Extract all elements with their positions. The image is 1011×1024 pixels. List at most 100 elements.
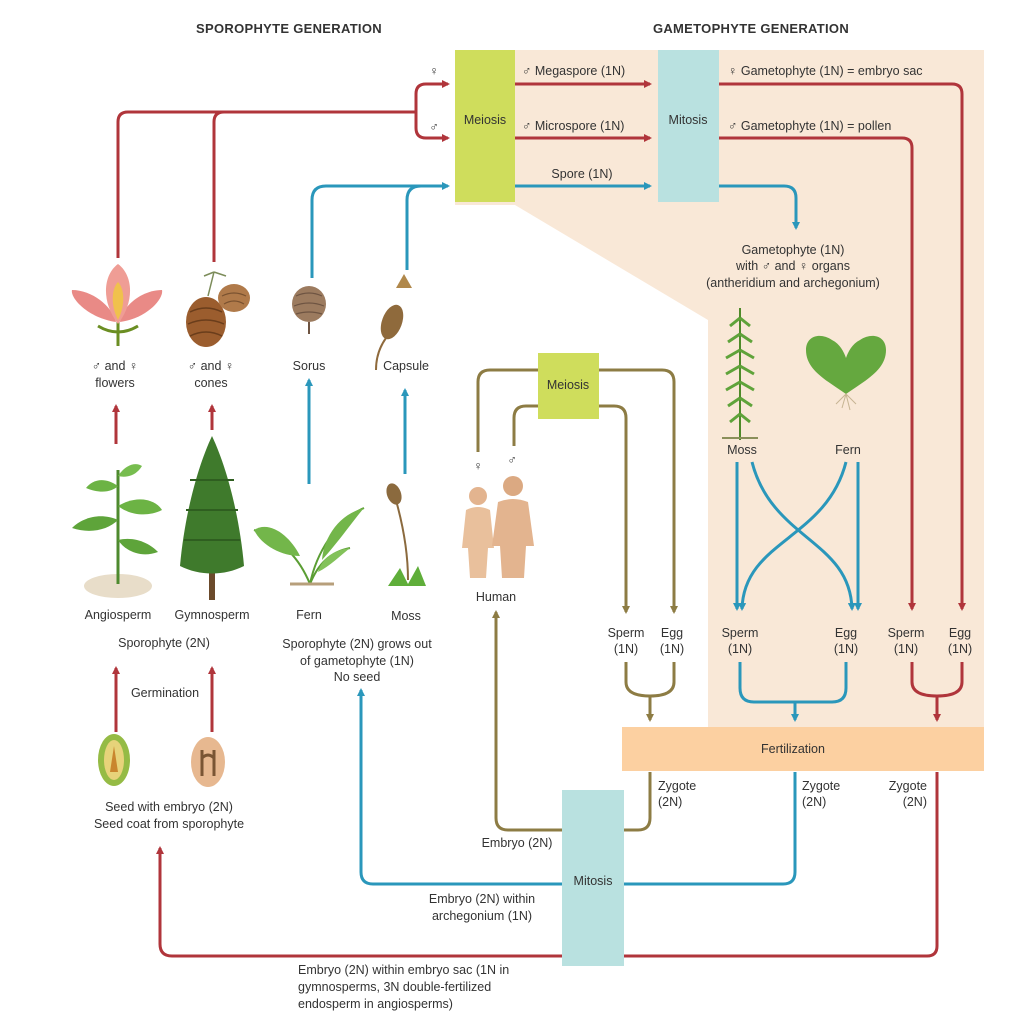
female-symbol-top: ♀ — [429, 64, 438, 78]
heading-gametophyte: GAMETOPHYTE GENERATION — [653, 21, 849, 36]
embryo-sac-note-3: endosperm in angiosperms) — [298, 997, 453, 1011]
svg-text:Sperm: Sperm — [608, 626, 645, 640]
arrow-moss-to-egg — [750, 461, 856, 611]
arrow-gymnosperm-to-meiosis — [212, 110, 225, 262]
sporophyte-2n-label: Sporophyte (2N) — [118, 636, 210, 650]
pine-cone-illustration — [186, 271, 250, 347]
fern-sporophyte-label: Fern — [296, 608, 322, 622]
human-gametes-labels: Sperm (1N) Egg (1N) — [608, 626, 685, 656]
arrow-seed-zygote-to-seed — [156, 772, 939, 958]
microspore-label: ♂ Microspore (1N) — [522, 119, 624, 133]
svg-text:(2N): (2N) — [802, 795, 826, 809]
svg-text:(1N): (1N) — [660, 642, 684, 656]
svg-text:Mitosis: Mitosis — [574, 874, 613, 888]
arrow-angiosperm-to-meiosis — [116, 110, 416, 258]
svg-text:Sperm: Sperm — [888, 626, 925, 640]
fern-plant-illustration — [253, 507, 365, 586]
svg-text:(1N): (1N) — [728, 642, 752, 656]
human-arrows — [476, 368, 678, 832]
arrow-pollen-to-sperm — [719, 136, 916, 611]
svg-text:Meiosis: Meiosis — [547, 378, 589, 392]
angiosperm-plant-illustration — [72, 464, 162, 598]
heading-sporophyte: SPOROPHYTE GENERATION — [196, 21, 382, 36]
gametophyte-desc-1: Gametophyte (1N) — [742, 243, 845, 257]
mitosis-box-top: Mitosis — [658, 50, 719, 202]
sporophyte-grows-1: Sporophyte (2N) grows out — [282, 637, 432, 651]
svg-text:Zygote: Zygote — [889, 779, 927, 793]
fertilization-box: Fertilization — [622, 727, 984, 771]
svg-text:(1N): (1N) — [834, 642, 858, 656]
spore-gametes-labels: Sperm (1N) Egg (1N) — [722, 626, 859, 656]
archegonium-embryo-1: Embryo (2N) within — [429, 892, 535, 906]
zygote-labels: Zygote (2N) Zygote (2N) Zygote (2N) — [658, 779, 927, 809]
arrow-spore-to-gametophyte — [719, 184, 800, 230]
seed-label-1: Seed with embryo (2N) — [105, 800, 233, 814]
svg-text:Egg: Egg — [949, 626, 971, 640]
seed-plant-arrows — [112, 80, 966, 958]
angiosperm-seed-illustration — [98, 734, 130, 786]
pollen-label: ♂ Gametophyte (1N) = pollen — [728, 119, 891, 133]
svg-text:(1N): (1N) — [894, 642, 918, 656]
seed-label-2: Seed coat from sporophyte — [94, 817, 244, 831]
svg-text:(1N): (1N) — [614, 642, 638, 656]
cones-label-2: cones — [194, 376, 227, 390]
svg-text:(2N): (2N) — [903, 795, 927, 809]
human-figures-illustration — [462, 476, 534, 578]
arrow-capsule-to-meiosis — [405, 184, 422, 270]
svg-text:Fertilization: Fertilization — [761, 742, 825, 756]
archegonium-embryo-2: archegonium (1N) — [432, 909, 532, 923]
gametophyte-background — [455, 50, 984, 730]
embryo-sac-note-1: Embryo (2N) within embryo sac (1N in — [298, 963, 509, 977]
svg-text:Egg: Egg — [835, 626, 857, 640]
sporophyte-grows-2: of gametophyte (1N) — [300, 654, 414, 668]
flowers-label-1: ♂ and ♀ — [92, 359, 139, 373]
gymnosperm-label: Gymnosperm — [174, 608, 249, 622]
no-seed-label: No seed — [334, 670, 381, 684]
meiosis-box-top: Meiosis — [455, 50, 515, 202]
capsule-illustration — [375, 274, 412, 371]
arrow-human-male-to-meiosis — [512, 404, 540, 446]
flowers-label-2: flowers — [95, 376, 135, 390]
gametophyte-desc-3: (antheridium and archegonium) — [706, 276, 880, 290]
flower-illustration — [71, 264, 163, 346]
svg-text:Zygote: Zygote — [802, 779, 840, 793]
svg-text:Meiosis: Meiosis — [464, 113, 506, 127]
arrow-spore-gametes-merge — [738, 662, 848, 704]
arrow-human-gametes-merge — [624, 662, 676, 698]
svg-text:(2N): (2N) — [658, 795, 682, 809]
embryo-sac-note-2: gymnosperms, 3N double-fertilized — [298, 980, 491, 994]
human-label: Human — [476, 590, 516, 604]
male-symbol-top: ♂ — [429, 120, 438, 134]
arrow-meiosis-to-egg — [599, 368, 678, 614]
gametophyte-desc-2: with ♂ and ♀ organs — [735, 259, 850, 273]
svg-text:(1N): (1N) — [948, 642, 972, 656]
germination-label: Germination — [131, 686, 199, 700]
mitosis-box-bottom: Mitosis — [562, 790, 624, 966]
moss-gametophyte-illustration — [722, 308, 758, 440]
sorus-label: Sorus — [293, 359, 326, 373]
arrow-fern-to-sperm — [738, 461, 848, 611]
sorus-illustration — [292, 286, 326, 334]
moss-sporophyte-label: Moss — [391, 609, 421, 623]
spore-label: Spore (1N) — [551, 167, 612, 181]
female-symbol-human: ♀ — [473, 459, 482, 473]
embryo-sac-label: ♀ Gametophyte (1N) = embryo sac — [728, 64, 923, 78]
capsule-label: Capsule — [383, 359, 429, 373]
svg-text:Sperm: Sperm — [722, 626, 759, 640]
arrow-human-female-to-meiosis — [476, 368, 540, 452]
svg-text:Egg: Egg — [661, 626, 683, 640]
meiosis-box-human: Meiosis — [538, 353, 599, 419]
arrow-embryo-sac-to-egg — [719, 82, 966, 611]
seed-gametes-labels: Sperm (1N) Egg (1N) — [888, 626, 973, 656]
fern-gametophyte-label: Fern — [835, 443, 861, 457]
arrow-split-male — [414, 112, 450, 142]
human-embryo-label: Embryo (2N) — [482, 836, 553, 850]
moss-gametophyte-label: Moss — [727, 443, 757, 457]
gymnosperm-tree-illustration — [180, 436, 244, 600]
arrow-meiosis-to-sperm — [599, 404, 630, 614]
megaspore-label: ♂ Megaspore (1N) — [522, 64, 625, 78]
svg-text:Mitosis: Mitosis — [669, 113, 708, 127]
fern-gametophyte-illustration — [806, 335, 886, 411]
arrow-sorus-to-meiosis — [310, 182, 450, 278]
svg-text:Zygote: Zygote — [658, 779, 696, 793]
